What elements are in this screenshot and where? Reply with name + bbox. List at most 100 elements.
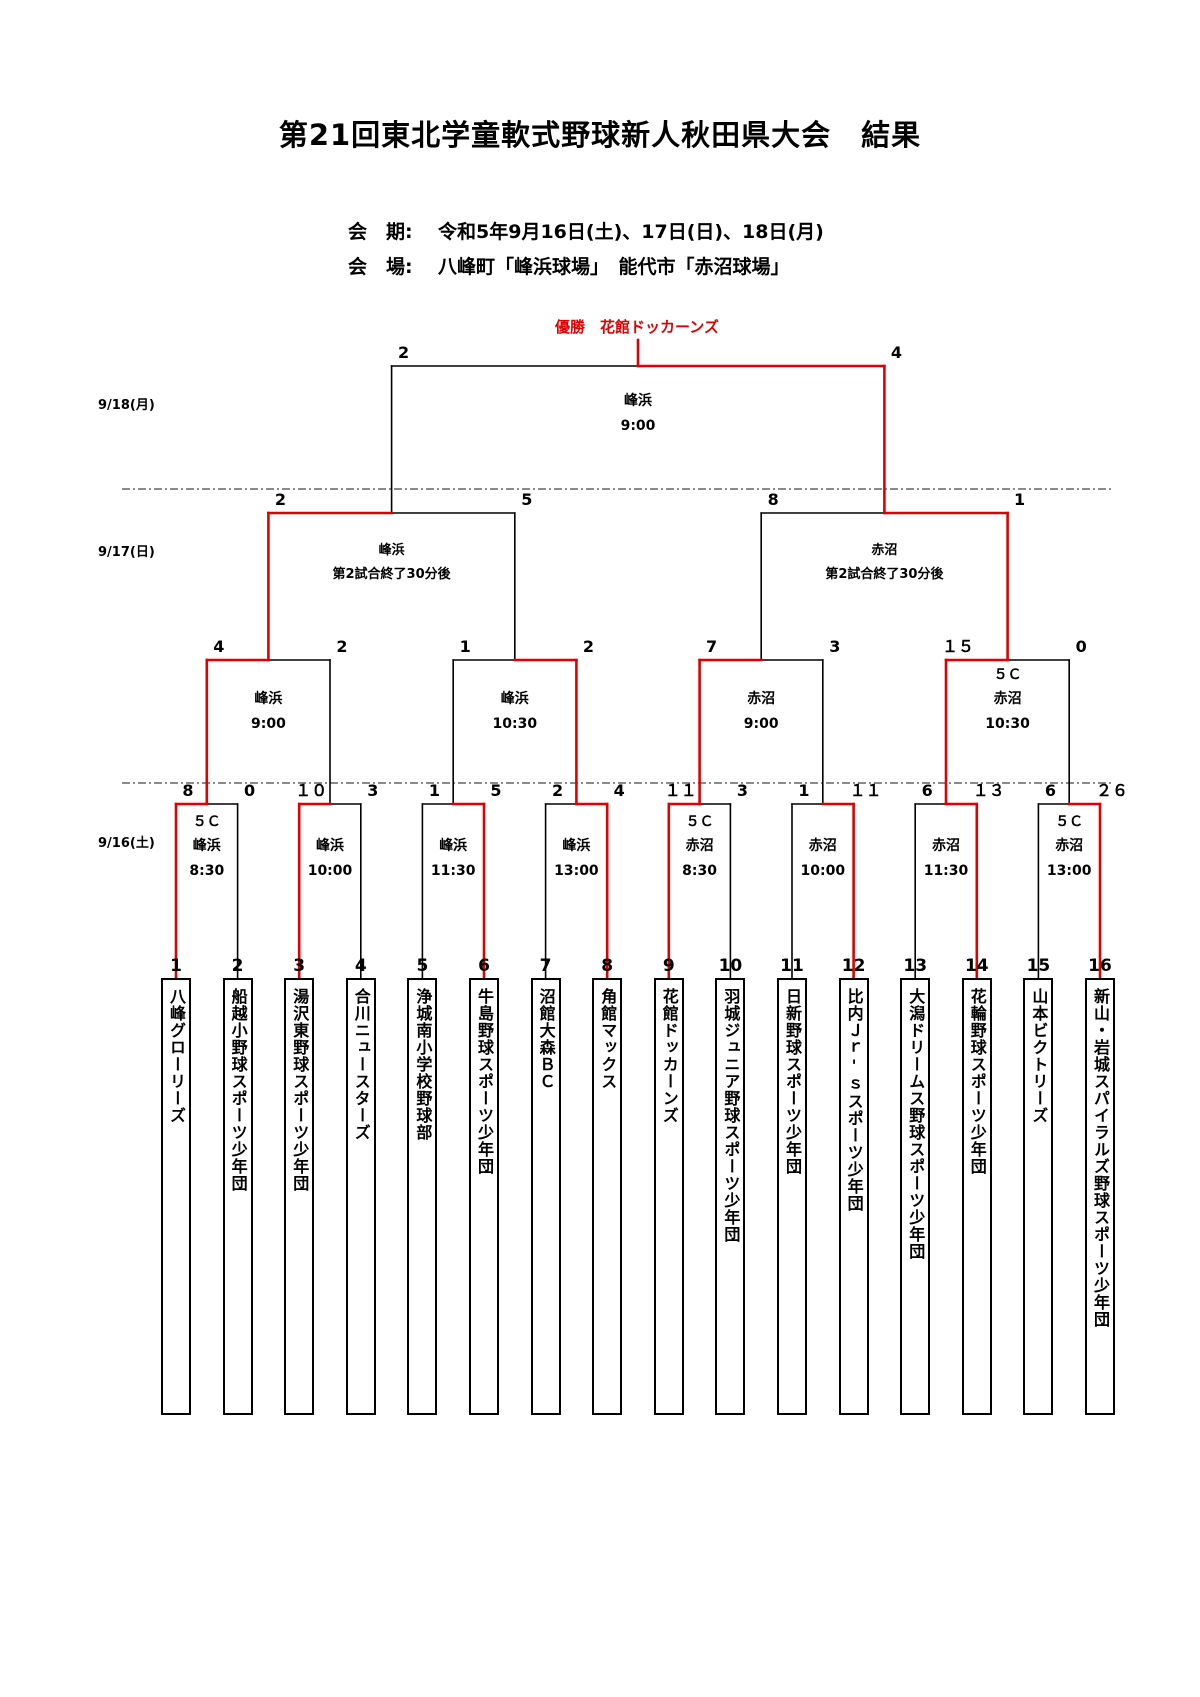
team-number: 11	[780, 956, 804, 976]
team-number: 5	[416, 956, 428, 976]
team-name: 花館ドッカーンズ	[659, 988, 679, 1124]
score-right: 3	[737, 781, 748, 800]
score-left: 7	[706, 637, 717, 656]
game-time: 第2試合終了30分後	[333, 566, 452, 582]
team-name: 沼館大森ＢＣ	[536, 988, 556, 1090]
game-time: 11:30	[431, 863, 476, 879]
team-box: 浄城南小学校野球部	[407, 978, 438, 1415]
game-time: 10:30	[985, 716, 1030, 732]
score-right: 5	[521, 490, 532, 509]
team-box: 船越小野球スポーツ少年団	[222, 978, 253, 1415]
score-left: 2	[552, 781, 563, 800]
game-venue: 赤沼	[994, 691, 1022, 707]
score-left: 1	[798, 781, 809, 800]
team-name: 浄城南小学校野球部	[413, 988, 433, 1141]
game-time: 10:00	[801, 863, 846, 879]
game-time: 13:00	[1047, 863, 1092, 879]
team-name: 羽城ジュニア野球スポーツ少年団	[721, 988, 741, 1243]
venue-label: 会 場:	[348, 256, 413, 278]
score-right: 4	[891, 343, 902, 362]
score-right: 0	[1076, 637, 1087, 656]
team-box: 牛島野球スポーツ少年団	[469, 978, 499, 1415]
game-time: 10:00	[308, 863, 353, 879]
game-venue: 峰浜	[562, 837, 590, 854]
venue-value: 八峰町「峰浜球場」 能代市「赤沼球場」	[438, 256, 790, 278]
page-title: 第21回東北学童軟式野球新人秋田県大会 結果	[278, 118, 922, 152]
team-box: 羽城ジュニア野球スポーツ少年団	[715, 978, 746, 1415]
score-left: 2	[275, 490, 286, 509]
champion-label: 優勝 花館ドッカーンズ	[555, 318, 719, 336]
called-game-note: ５Ｃ	[994, 667, 1022, 683]
score-left: 6	[922, 781, 933, 800]
date-final: 9/18(月)	[98, 398, 155, 413]
team-box: 角館マックス	[592, 978, 623, 1415]
game-time: 10:30	[493, 716, 538, 732]
team-number: 6	[478, 956, 490, 976]
score-right: １１	[850, 781, 882, 800]
score-left: 1	[460, 637, 471, 656]
game-venue: 峰浜	[624, 392, 652, 409]
team-number: 15	[1027, 956, 1051, 976]
game-time: 9:00	[621, 418, 656, 434]
team-name: 山本ビクトリーズ	[1029, 988, 1049, 1124]
team-number: 10	[719, 956, 743, 976]
period-row: 会 期: 令和5年9月16日(土)、17日(日)、18日(月)	[348, 217, 824, 244]
score-right: 2	[583, 637, 594, 656]
score-right: 2	[336, 637, 347, 656]
team-box: 山本ビクトリーズ	[1023, 978, 1054, 1415]
score-right: ２６	[1096, 781, 1128, 800]
score-right: 5	[490, 781, 501, 800]
score-right: 1	[1014, 490, 1025, 509]
team-box: 花館ドッカーンズ	[653, 978, 684, 1415]
score-left: 2	[398, 343, 409, 362]
game-venue: 赤沼	[747, 691, 775, 707]
date-round1: 9/16(土)	[98, 836, 155, 851]
score-left: 6	[1045, 781, 1056, 800]
team-box: 日新野球スポーツ少年団	[777, 978, 807, 1415]
game-venue: 赤沼	[686, 838, 714, 854]
period-value: 令和5年9月16日(土)、17日(日)、18日(月)	[438, 221, 824, 243]
game-time: 11:30	[924, 863, 969, 879]
score-left: １１	[665, 781, 697, 800]
game-venue: 峰浜	[379, 542, 405, 558]
team-name: 大潟ドリームス野球スポーツ少年団	[906, 988, 926, 1260]
team-box: 沼館大森ＢＣ	[530, 978, 561, 1415]
team-name: 比内Ｊｒ'ｓスポーツ少年団	[844, 988, 864, 1212]
game-time: 13:00	[554, 863, 599, 879]
team-name: 角館マックス	[598, 988, 618, 1090]
date-round2: 9/17(日)	[98, 545, 155, 560]
game-time: 9:00	[251, 716, 286, 732]
team-name: 合川ニュースターズ	[351, 988, 371, 1141]
team-box: 新山・岩城スパイラルズ野球スポーツ少年団	[1085, 978, 1115, 1415]
game-venue: 峰浜	[193, 837, 221, 854]
team-number: 2	[232, 956, 244, 976]
score-right: 3	[829, 637, 840, 656]
team-number: 3	[293, 956, 305, 976]
team-box: 花輪野球スポーツ少年団	[961, 978, 992, 1415]
period-label: 会 期:	[348, 221, 413, 243]
game-venue: 峰浜	[254, 690, 282, 707]
game-time: 9:00	[744, 716, 779, 732]
team-box: 合川ニュースターズ	[345, 978, 376, 1415]
team-number: 14	[965, 956, 989, 976]
game-time: 8:30	[189, 863, 224, 879]
venue-row: 会 場: 八峰町「峰浜球場」 能代市「赤沼球場」	[348, 252, 790, 279]
game-venue: 赤沼	[871, 542, 897, 558]
team-name: 牛島野球スポーツ少年団	[475, 988, 494, 1175]
team-name: 花輪野球スポーツ少年団	[967, 988, 987, 1175]
score-left: １５	[942, 637, 974, 656]
score-left: 8	[768, 490, 779, 509]
team-name: 船越小野球スポーツ少年団	[228, 988, 248, 1192]
team-number: 1	[170, 956, 182, 976]
team-name: 湯沢東野球スポーツ少年団	[290, 988, 310, 1192]
game-venue: 峰浜	[439, 837, 467, 854]
score-left: 8	[182, 781, 193, 800]
game-venue: 峰浜	[501, 690, 529, 707]
called-game-note: ５Ｃ	[193, 814, 221, 830]
game-venue: 赤沼	[1055, 838, 1083, 854]
team-number: 13	[903, 956, 927, 976]
team-number: 12	[842, 956, 866, 976]
called-game-note: ５Ｃ	[1055, 814, 1083, 830]
score-left: 1	[429, 781, 440, 800]
